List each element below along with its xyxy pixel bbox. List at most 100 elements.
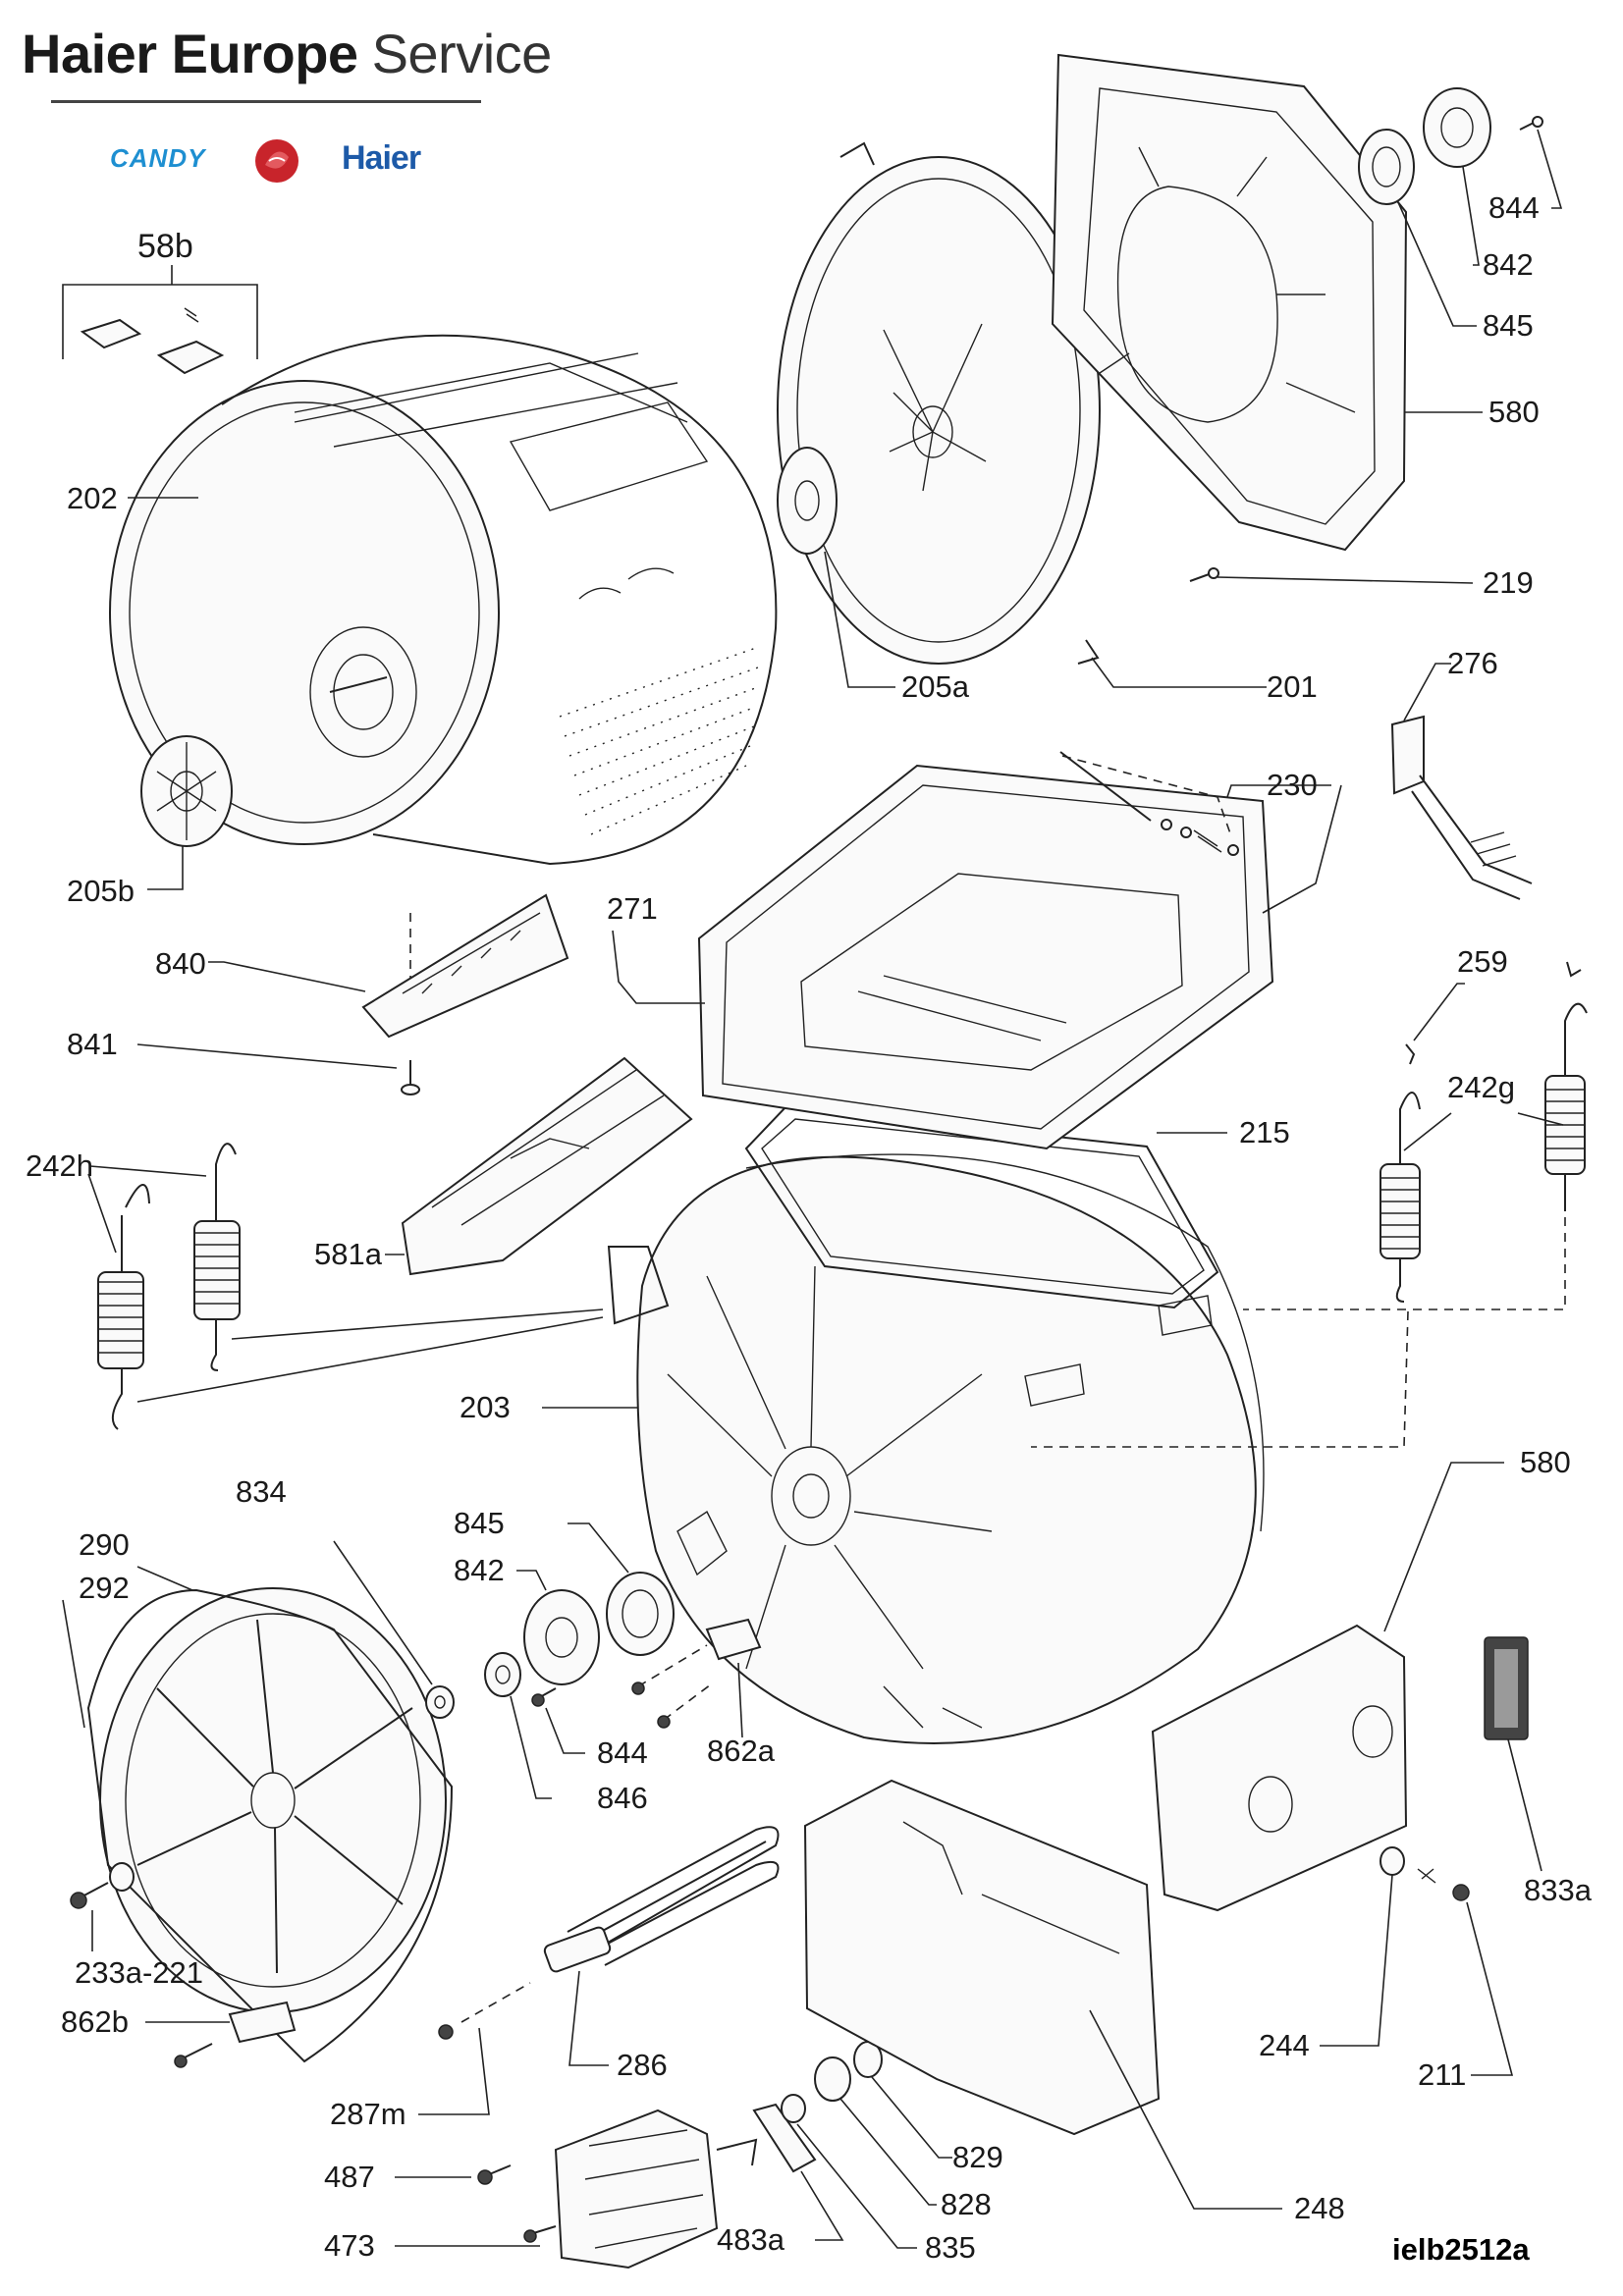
haier-logo: Haier	[342, 139, 421, 177]
callout-202: 202	[67, 481, 118, 515]
callout-842-top: 842	[1483, 247, 1534, 282]
part-842-bearing-bottom	[523, 1589, 600, 1685]
callout-215: 215	[1239, 1115, 1290, 1149]
brand-title-light: Service	[371, 23, 553, 84]
part-844-screw-top	[1519, 116, 1543, 131]
callout-844-bottom: 844	[597, 1735, 648, 1770]
callout-842-bottom: 842	[454, 1553, 505, 1587]
callout-844-top: 844	[1488, 190, 1540, 225]
part-242g-springs	[1380, 1002, 1588, 1303]
part-286-heater	[543, 1826, 780, 1973]
callout-845-bottom: 845	[454, 1506, 505, 1540]
part-483a-brush	[752, 2103, 817, 2173]
callout-846: 846	[597, 1781, 648, 1815]
candy-logo: CANDY	[110, 143, 206, 173]
leader-833a	[1507, 1738, 1542, 1872]
callout-58b: 58b	[137, 228, 193, 265]
callout-862a: 862a	[707, 1734, 776, 1768]
callout-862b: 862b	[61, 2004, 129, 2039]
leader-844-top	[1537, 129, 1563, 209]
leader-844-bottom	[545, 1707, 585, 1754]
leader-845-bottom	[568, 1522, 629, 1574]
part-580-rear-cover	[1051, 53, 1408, 552]
leader-829	[871, 2076, 952, 2159]
part-242h-springs	[97, 1143, 241, 1430]
callout-834: 834	[236, 1474, 287, 1509]
callout-259: 259	[1457, 944, 1508, 979]
leader-205a	[824, 551, 895, 688]
callout-230: 230	[1267, 768, 1318, 802]
leader-840	[208, 961, 366, 992]
leader-483a	[800, 2170, 844, 2241]
part-211-bolt	[1417, 1868, 1470, 1901]
callout-840: 840	[155, 946, 206, 981]
leader-834	[333, 1540, 433, 1685]
callout-845-top: 845	[1483, 308, 1534, 343]
part-845-seal-top	[1358, 129, 1415, 205]
leader-287m	[418, 2027, 490, 2115]
callout-205b: 205b	[67, 874, 135, 908]
leader-244	[1320, 1874, 1393, 2047]
leader-242g	[1403, 1112, 1564, 1151]
callout-580-bottom: 580	[1520, 1445, 1571, 1479]
leader-205b	[147, 846, 184, 890]
callout-473: 473	[324, 2228, 375, 2263]
part-292-belt	[86, 1588, 454, 2063]
leader-219	[1217, 576, 1474, 584]
hoover-logo	[255, 139, 298, 183]
callout-487: 487	[324, 2160, 375, 2194]
leader-842-bottom	[516, 1570, 547, 1591]
part-862a-clamp	[631, 1618, 762, 1729]
callout-219: 219	[1483, 565, 1534, 600]
brand-title-bold: Haier Europe	[22, 23, 358, 84]
part-58b-bracket	[62, 265, 258, 375]
callout-290: 290	[79, 1527, 130, 1562]
part-248-counterweight	[803, 1779, 1161, 2136]
callout-244: 244	[1259, 2028, 1310, 2062]
callout-828: 828	[941, 2187, 992, 2221]
part-219-screw	[1189, 567, 1219, 582]
part-833a-filter	[1484, 1636, 1529, 1740]
callout-203: 203	[460, 1390, 511, 1424]
part-581a-counterweight	[401, 1056, 693, 1276]
callout-276: 276	[1447, 646, 1498, 680]
part-846-washer	[484, 1652, 521, 1697]
callout-835: 835	[925, 2230, 976, 2265]
leader-846	[510, 1695, 552, 1799]
part-290-pulley	[99, 1587, 447, 2013]
leader-286	[568, 1970, 609, 2066]
leader-580-bottom	[1383, 1462, 1504, 1632]
leader-292	[62, 1599, 85, 1729]
callout-201: 201	[1267, 669, 1318, 704]
part-845-seal-bottom	[606, 1510, 728, 1656]
part-844-screw-bottom	[531, 1687, 557, 1707]
leader-248	[1089, 2009, 1282, 2210]
part-287m-bolt	[438, 1982, 531, 2040]
callout-211: 211	[1418, 2057, 1466, 2092]
part-203-outer-tub	[607, 1153, 1265, 1744]
part-202-drum	[109, 334, 778, 866]
leader-276	[1403, 663, 1451, 721]
leader-835	[796, 2123, 917, 2249]
part-834-washer	[425, 1685, 455, 1719]
part-271-front-tub	[697, 764, 1274, 1150]
callout-483a: 483a	[717, 2222, 785, 2257]
callout-829: 829	[952, 2140, 1003, 2174]
callout-580-top: 580	[1488, 395, 1540, 429]
part-842-bearing-top	[1423, 87, 1491, 168]
part-828-bearing	[814, 2056, 851, 2102]
part-580-front-counterweight	[1151, 1624, 1408, 1912]
callout-205a: 205a	[901, 669, 970, 704]
brand-divider	[51, 100, 481, 103]
callout-242g: 242g	[1447, 1070, 1515, 1104]
part-230-tie-rods	[1059, 751, 1239, 856]
part-233a-221-bolt-washer	[70, 1862, 135, 1909]
part-259-clip	[1405, 961, 1582, 1065]
leader-842-top	[1462, 166, 1480, 266]
leader-845-top	[1397, 201, 1477, 327]
leader-211	[1466, 1901, 1514, 2076]
callout-233a-221: 233a-221	[75, 1955, 203, 1990]
leader-259	[1413, 983, 1465, 1041]
